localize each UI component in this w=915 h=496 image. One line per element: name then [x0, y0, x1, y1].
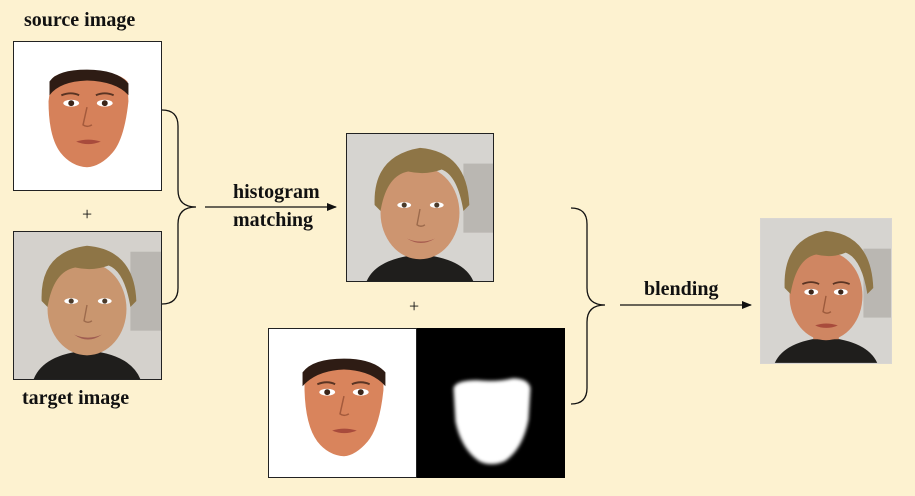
target-image-label: target image [22, 387, 130, 409]
blending-label: blending [644, 278, 719, 300]
warped-face-image [268, 328, 417, 478]
plus-sign-left: + [82, 204, 93, 224]
histogram-label-line1: histogram [233, 181, 320, 203]
source-face-graphic [48, 69, 129, 168]
plus-sign-center: + [409, 296, 420, 316]
source-image [13, 41, 162, 191]
source-image-label: source image [24, 9, 136, 31]
blended-face-graphic [761, 219, 891, 363]
blended-result-image [760, 218, 892, 364]
warped-face-graphic [302, 358, 386, 457]
target-image [13, 231, 162, 380]
right-brace [570, 207, 606, 405]
histogram-matched-image [346, 133, 494, 282]
face-mask-graphic [453, 378, 531, 465]
left-brace [161, 109, 197, 305]
face-mask-image [417, 328, 565, 478]
matched-face-graphic [347, 134, 493, 281]
histogram-label-line2: matching [233, 209, 313, 231]
target-face-graphic [14, 232, 161, 379]
